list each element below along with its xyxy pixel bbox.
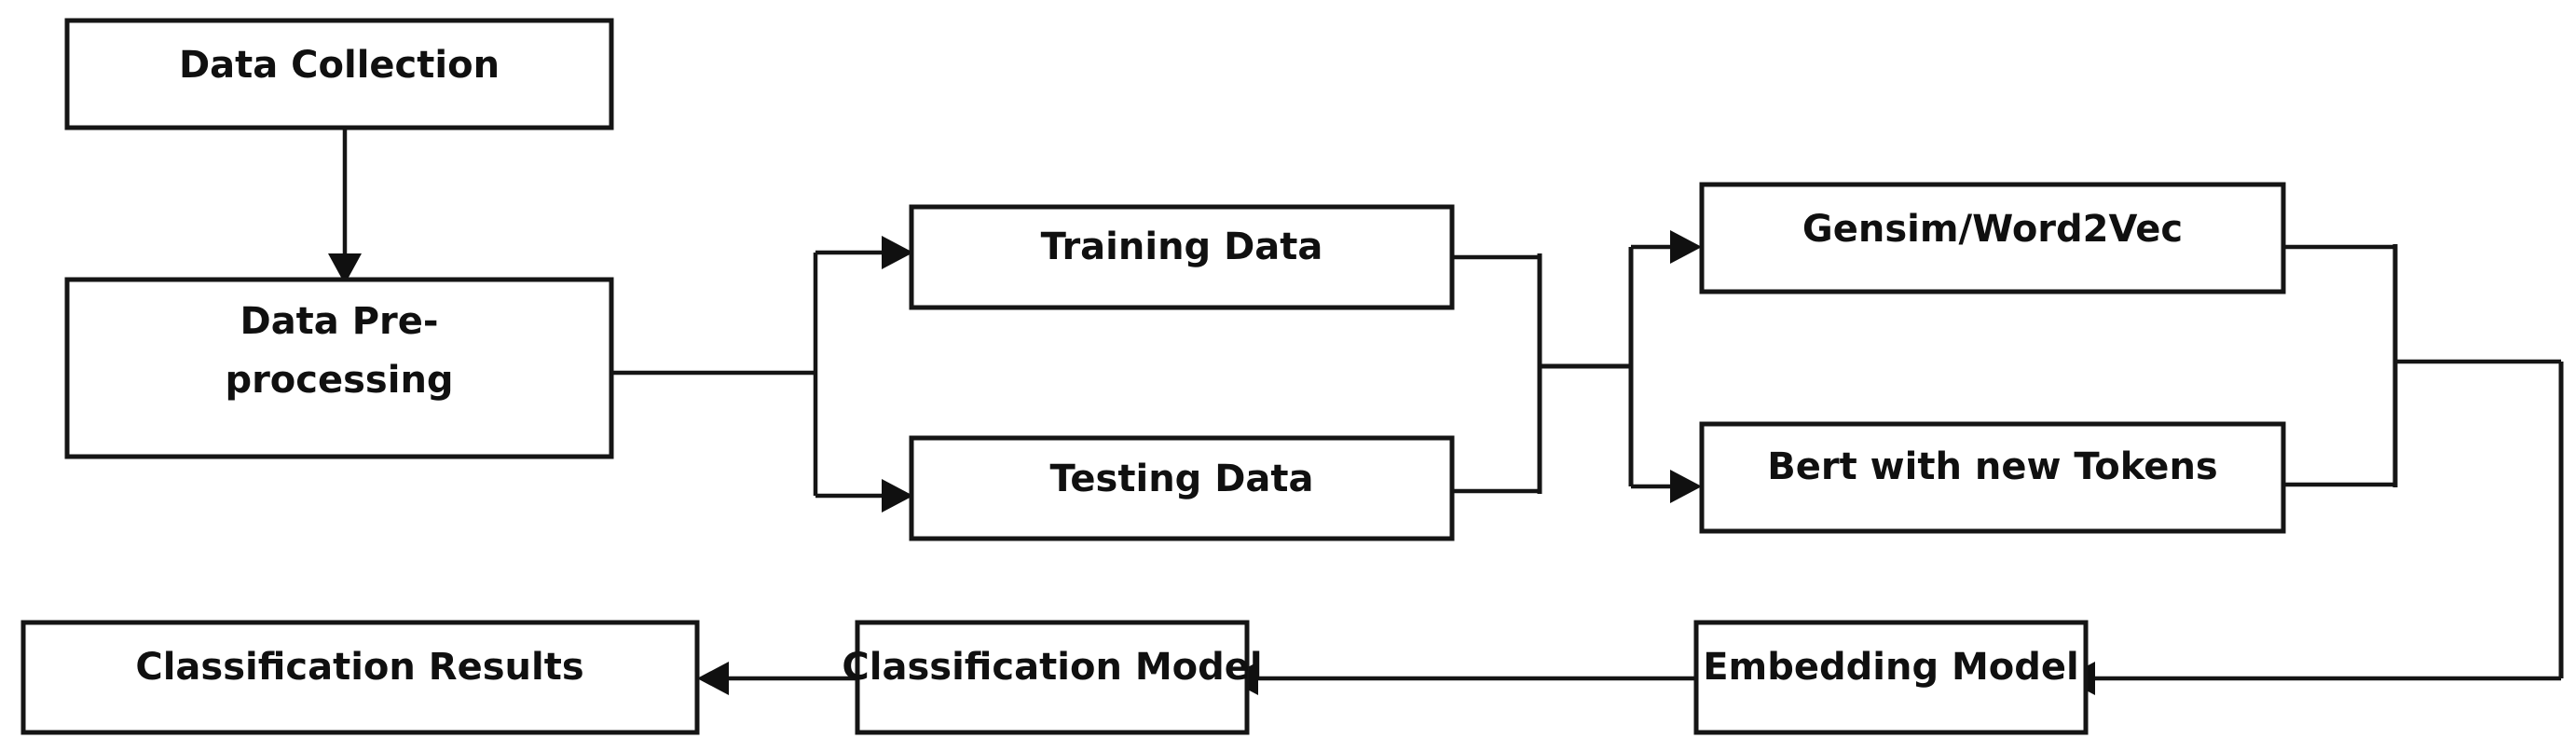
node-data-collection-box[interactable]	[64, 18, 614, 130]
node-bert-new-tokens[interactable]: Bert with new Tokens	[1699, 421, 2286, 534]
node-classification-results-box[interactable]	[21, 620, 700, 735]
node-embedding-model[interactable]: Embedding Model	[1693, 620, 2089, 735]
node-classification-model-box[interactable]	[855, 620, 1250, 735]
edge-merge-bus-to-embedding-options	[1628, 230, 1702, 503]
node-bert-new-tokens-label: Bert with new Tokens	[1767, 445, 2217, 488]
node-data-collection-label: Data Collection	[179, 44, 500, 87]
node-training-data-box[interactable]	[909, 204, 1455, 310]
node-training-data[interactable]: Training Data	[909, 204, 1455, 310]
edge-embedding-model-to-classification-model	[1226, 662, 1696, 695]
edge-preprocessing-to-split-bus	[613, 236, 913, 513]
node-gensim-word2vec-box[interactable]	[1699, 182, 2286, 294]
node-training-data-label: Training Data	[1041, 226, 1323, 268]
edge-data-collection-to-data-preprocessing	[328, 128, 362, 284]
node-data-preprocessing-box[interactable]	[64, 277, 614, 459]
node-data-collection[interactable]: Data Collection	[64, 18, 614, 130]
node-bert-new-tokens-box[interactable]	[1699, 421, 2286, 534]
node-gensim-word2vec-label: Gensim/Word2Vec	[1802, 208, 2183, 251]
node-embedding-model-box[interactable]	[1693, 620, 2089, 735]
merge-bus-train-test	[1537, 253, 1631, 494]
node-classification-results-label: Classification Results	[135, 646, 583, 689]
node-testing-data-label: Testing Data	[1049, 458, 1313, 500]
node-data-preprocessing[interactable]: Data Pre- processing	[64, 277, 614, 459]
node-testing-data[interactable]: Testing Data	[909, 435, 1455, 541]
node-data-preprocessing-label-line2: processing	[225, 359, 453, 402]
node-embedding-model-label: Embedding Model	[1703, 646, 2079, 689]
node-classification-results[interactable]: Classification Results	[21, 620, 700, 735]
node-classification-model[interactable]: Classification Model	[842, 620, 1263, 735]
node-classification-model-label: Classification Model	[842, 646, 1262, 689]
node-gensim-word2vec[interactable]: Gensim/Word2Vec	[1699, 182, 2286, 294]
node-data-preprocessing-label-line1: Data Pre-	[240, 300, 438, 343]
node-testing-data-box[interactable]	[909, 435, 1455, 541]
edge-classification-model-to-classification-results	[697, 662, 857, 695]
